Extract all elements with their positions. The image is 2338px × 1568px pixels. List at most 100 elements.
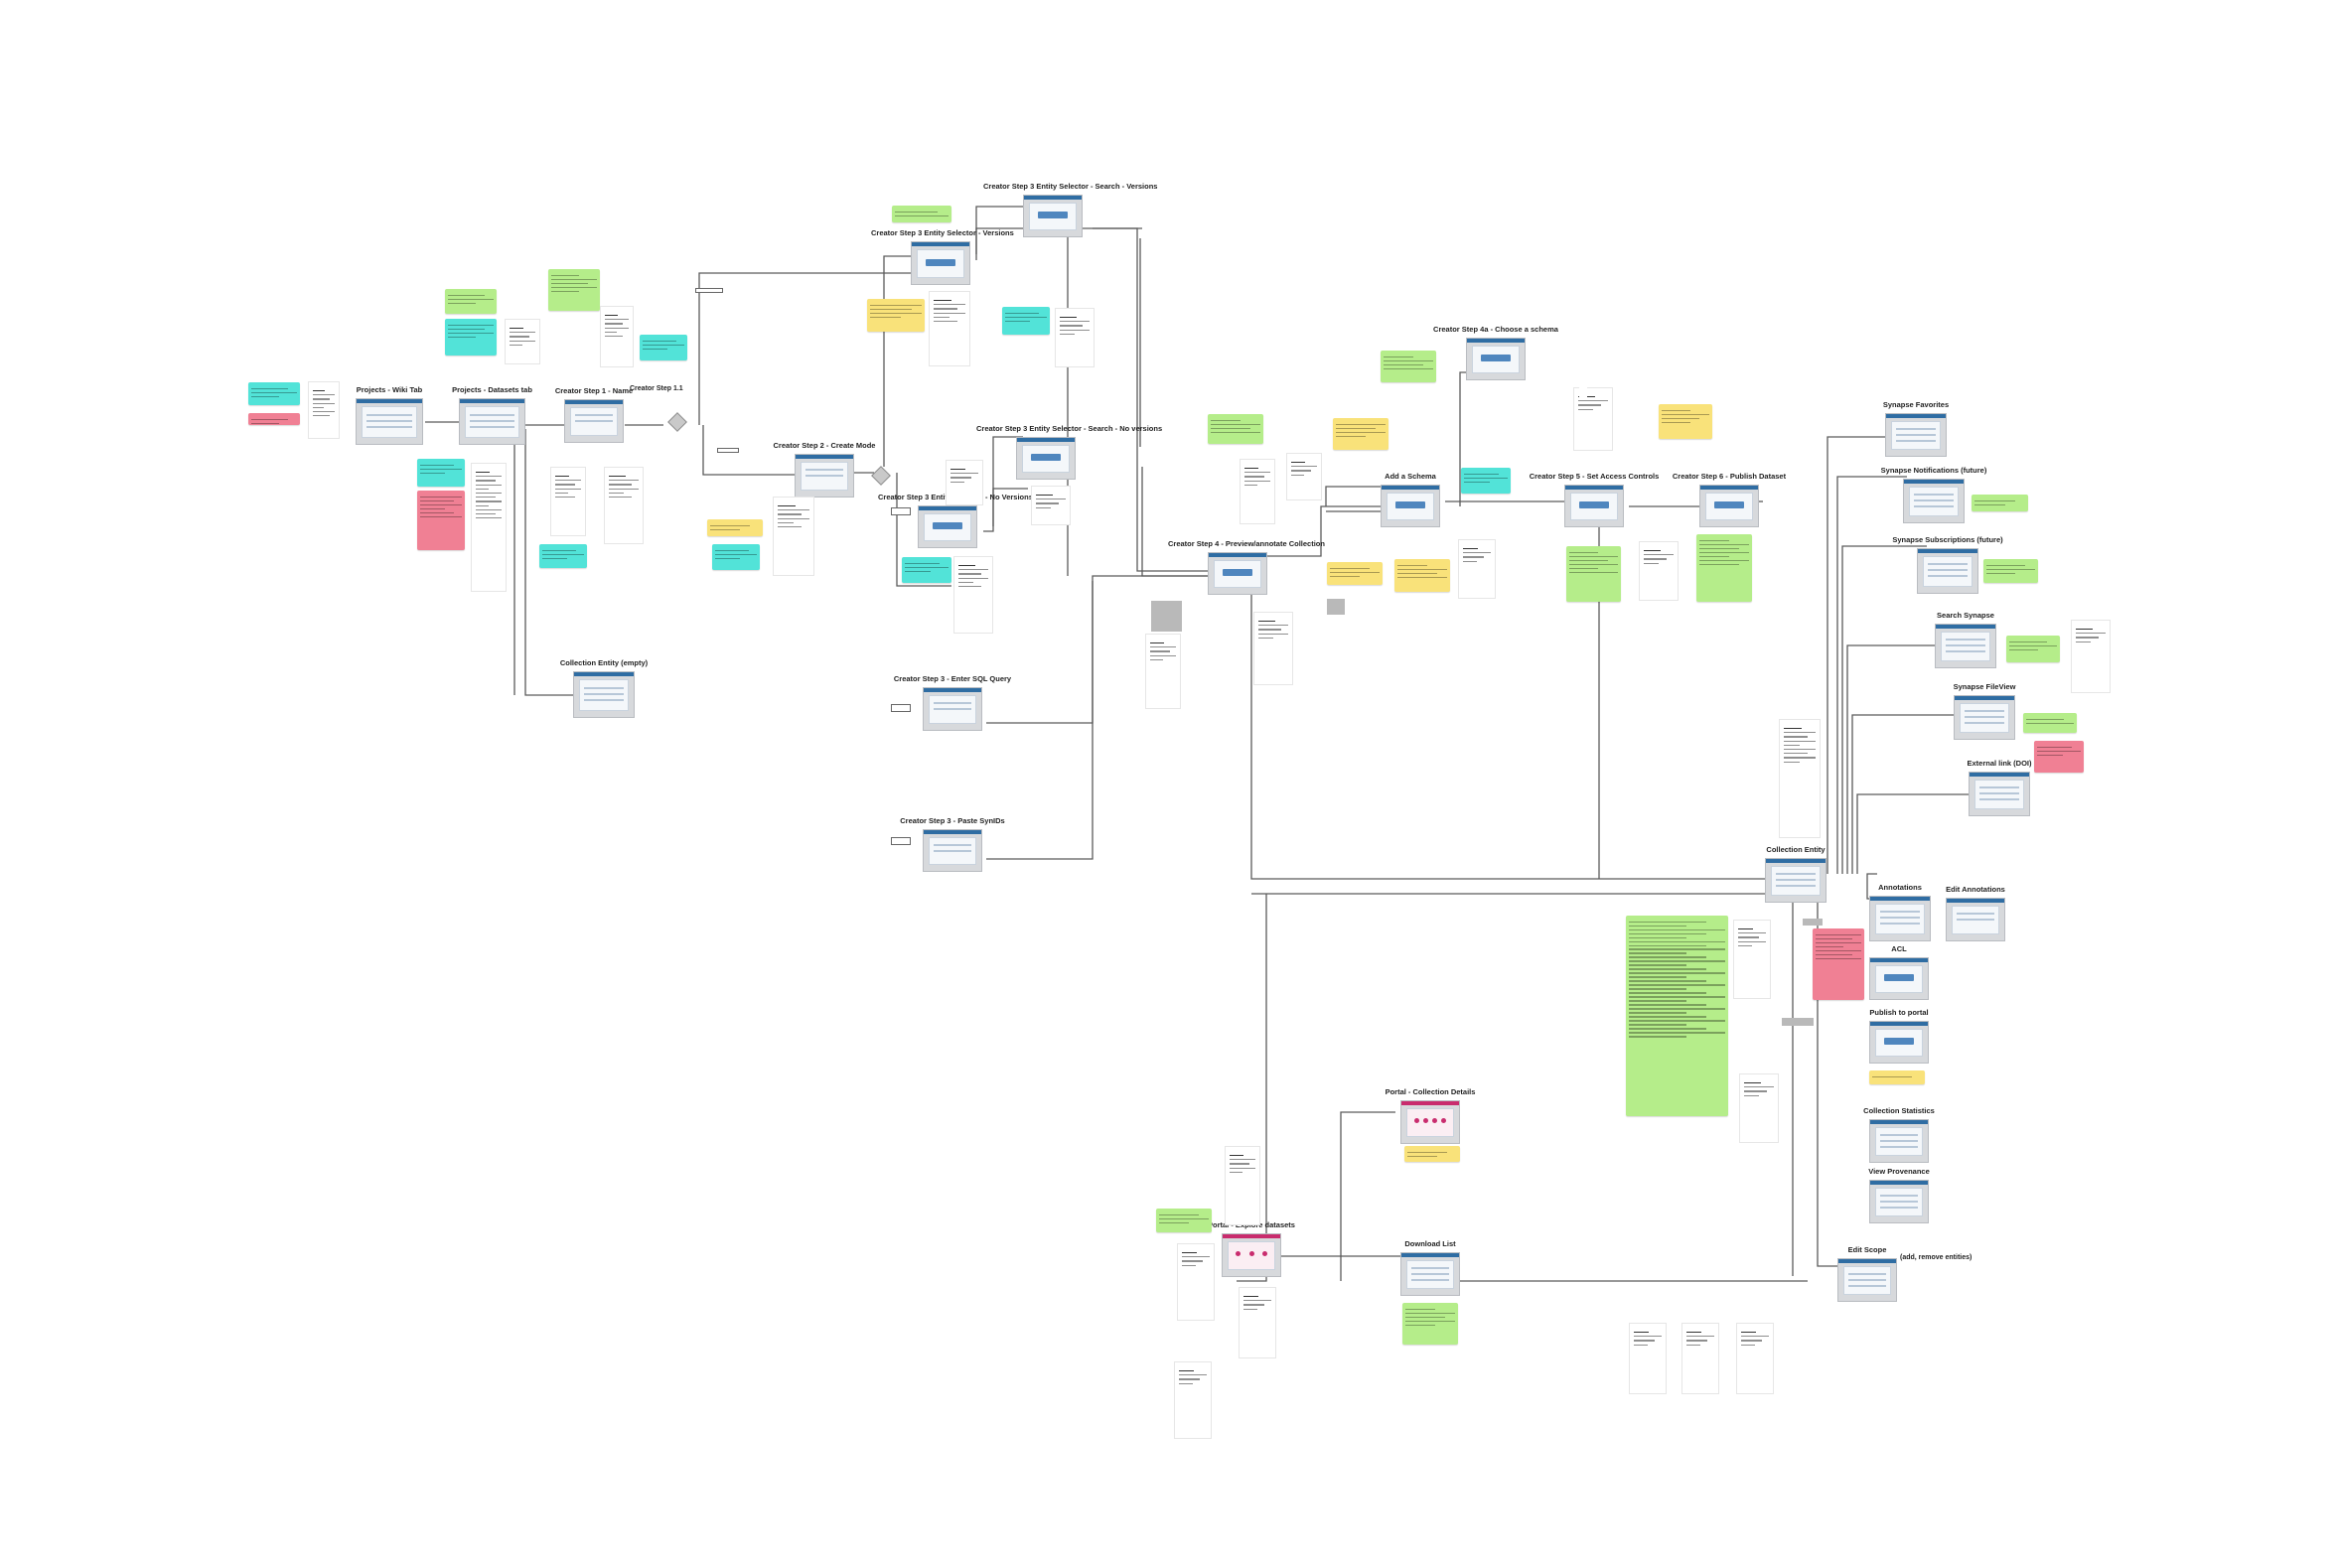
- screen-title: Creator Step 4 - Preview/annotate Collec…: [1168, 539, 1325, 548]
- connector: [1836, 476, 1907, 874]
- screen-frame: [1903, 479, 1965, 523]
- screen-creator-step4[interactable]: Creator Step 4 - Preview/annotate Collec…: [1168, 539, 1325, 595]
- screen-title: Synapse Notifications (future): [1880, 466, 1987, 475]
- screen-title: Edit Annotations: [1946, 885, 2005, 894]
- screen-frame: [1969, 772, 2030, 816]
- screen-creator-step1[interactable]: Creator Step 1 - Name: [555, 386, 633, 443]
- screen-portal-collection-details[interactable]: Portal - Collection Details: [1386, 1087, 1475, 1144]
- spec-card: [1579, 387, 1587, 397]
- screen-title: Creator Step 3 Entity Selector - Version…: [871, 228, 1014, 237]
- sticky-note: [1333, 418, 1388, 450]
- spec-card: [2071, 620, 2111, 693]
- spec-card: [1458, 539, 1496, 599]
- sticky-note: [1327, 562, 1383, 585]
- screen-collection-statistics[interactable]: Collection Statistics: [1863, 1106, 1935, 1163]
- screen-acl[interactable]: ACL: [1869, 944, 1929, 1000]
- screen-collection-empty[interactable]: Collection Entity (empty): [560, 658, 648, 718]
- gray-placeholder: [1151, 601, 1182, 632]
- spec-card: [1733, 920, 1771, 999]
- screen-creator-step2[interactable]: Creator Step 2 - Create Mode: [774, 441, 875, 498]
- screen-frame: [1869, 1021, 1929, 1064]
- connector: [1846, 644, 1947, 874]
- connector: [986, 581, 1094, 860]
- connector: [1141, 467, 1217, 577]
- sticky-note: [640, 335, 687, 360]
- spec-card: [1240, 459, 1275, 524]
- screen-entity-selector-versions[interactable]: Creator Step 3 Entity Selector - Version…: [871, 228, 1014, 285]
- sticky-note: [248, 382, 300, 405]
- sticky-note: [1156, 1209, 1212, 1232]
- screen-creator-step6[interactable]: Creator Step 6 - Publish Dataset: [1673, 472, 1786, 527]
- sticky-note: [1208, 414, 1263, 444]
- screen-synapse-subscriptions[interactable]: Synapse Subscriptions (future): [1892, 535, 2003, 594]
- screen-projects-datasets[interactable]: Projects - Datasets tab: [452, 385, 532, 445]
- screen-title: Annotations: [1878, 883, 1922, 892]
- screen-view-provenance[interactable]: View Provenance: [1868, 1167, 1930, 1223]
- edit-scope-suffix-label: (add, remove entities): [1900, 1254, 1973, 1261]
- small-tag: [695, 288, 723, 293]
- spec-card: [929, 291, 970, 366]
- screen-frame: [1837, 1258, 1897, 1302]
- screen-creator-step3-paste[interactable]: Creator Step 3 - Paste SynIDs: [900, 816, 1005, 872]
- screen-download-list[interactable]: Download List: [1400, 1239, 1460, 1296]
- screen-projects-wiki[interactable]: Projects - Wiki Tab: [356, 385, 423, 445]
- small-tag: [717, 448, 739, 453]
- screen-synapse-notifications[interactable]: Synapse Notifications (future): [1881, 466, 1986, 523]
- screen-creator-step5[interactable]: Creator Step 5 - Set Access Controls: [1530, 472, 1659, 527]
- screen-synapse-favorites[interactable]: Synapse Favorites: [1883, 400, 1949, 457]
- screen-add-schema[interactable]: Add a Schema: [1381, 472, 1440, 527]
- screen-external-link[interactable]: External link (DOI): [1967, 759, 2032, 816]
- screen-entity-selector-no-versions[interactable]: Creator Step 3 Entity Selector - No Vers…: [878, 493, 1033, 548]
- screen-title: Portal - Collection Details: [1385, 1087, 1476, 1096]
- sticky-note: [867, 299, 925, 332]
- screen-creator-step4a[interactable]: Creator Step 4a - Choose a schema: [1433, 325, 1558, 380]
- screen-portal-explore[interactable]: Portal - Explore datasets: [1208, 1220, 1295, 1277]
- screen-frame: [1954, 695, 2015, 740]
- screen-frame: [1869, 1180, 1929, 1223]
- screen-frame: [1023, 195, 1083, 237]
- screen-entity-selector-search-no-versions[interactable]: Creator Step 3 Entity Selector - Search …: [976, 424, 1162, 480]
- small-tag: [891, 507, 911, 515]
- connector: [1851, 714, 1962, 874]
- spec-card: [1639, 541, 1679, 601]
- spec-card: [1239, 1287, 1276, 1358]
- screen-annotations[interactable]: Annotations: [1869, 883, 1931, 941]
- sticky-note: [1626, 916, 1728, 1116]
- screen-title: Search Synapse: [1937, 611, 1994, 620]
- screen-frame: [1869, 1119, 1929, 1163]
- screen-collection-entity[interactable]: Collection Entity: [1765, 845, 1827, 903]
- sticky-note: [1696, 534, 1752, 602]
- screen-title: Add a Schema: [1385, 472, 1436, 481]
- screen-frame: [1935, 624, 1996, 668]
- screen-title: Synapse FileView: [1953, 682, 2016, 691]
- sticky-note: [445, 289, 497, 314]
- screen-edit-annotations[interactable]: Edit Annotations: [1946, 885, 2005, 941]
- screen-title: View Provenance: [1868, 1167, 1930, 1176]
- screen-publish-portal[interactable]: Publish to portal: [1869, 1008, 1929, 1064]
- spec-card: [1286, 453, 1322, 500]
- screen-title: Creator Step 1 - Name: [554, 386, 634, 395]
- spec-card: [1253, 612, 1293, 685]
- spec-card: [1225, 1146, 1260, 1225]
- screen-edit-scope[interactable]: Edit Scope: [1837, 1245, 1897, 1302]
- screen-title: Creator Step 3 - Enter SQL Query: [893, 674, 1012, 683]
- sticky-note: [892, 206, 951, 222]
- spec-card: [1145, 634, 1181, 709]
- spec-card: [1736, 1323, 1774, 1394]
- sticky-note: [1983, 559, 2038, 583]
- sticky-note: [1869, 1070, 1925, 1084]
- spec-card: [773, 497, 814, 576]
- screen-title: Download List: [1404, 1239, 1456, 1248]
- spec-card: [505, 319, 540, 364]
- screen-creator-step3-sql[interactable]: Creator Step 3 - Enter SQL Query: [894, 674, 1011, 731]
- spec-card: [308, 381, 340, 439]
- screen-frame: [923, 829, 982, 872]
- screen-search-synapse[interactable]: Search Synapse: [1935, 611, 1996, 668]
- screen-frame: [1208, 552, 1267, 595]
- spec-card: [1681, 1323, 1719, 1394]
- screen-synapse-fileview[interactable]: Synapse FileView: [1954, 682, 2015, 740]
- small-tag: [891, 837, 911, 845]
- screen-frame: [1466, 338, 1526, 380]
- screen-entity-selector-search-versions[interactable]: Creator Step 3 Entity Selector - Search …: [983, 182, 1157, 237]
